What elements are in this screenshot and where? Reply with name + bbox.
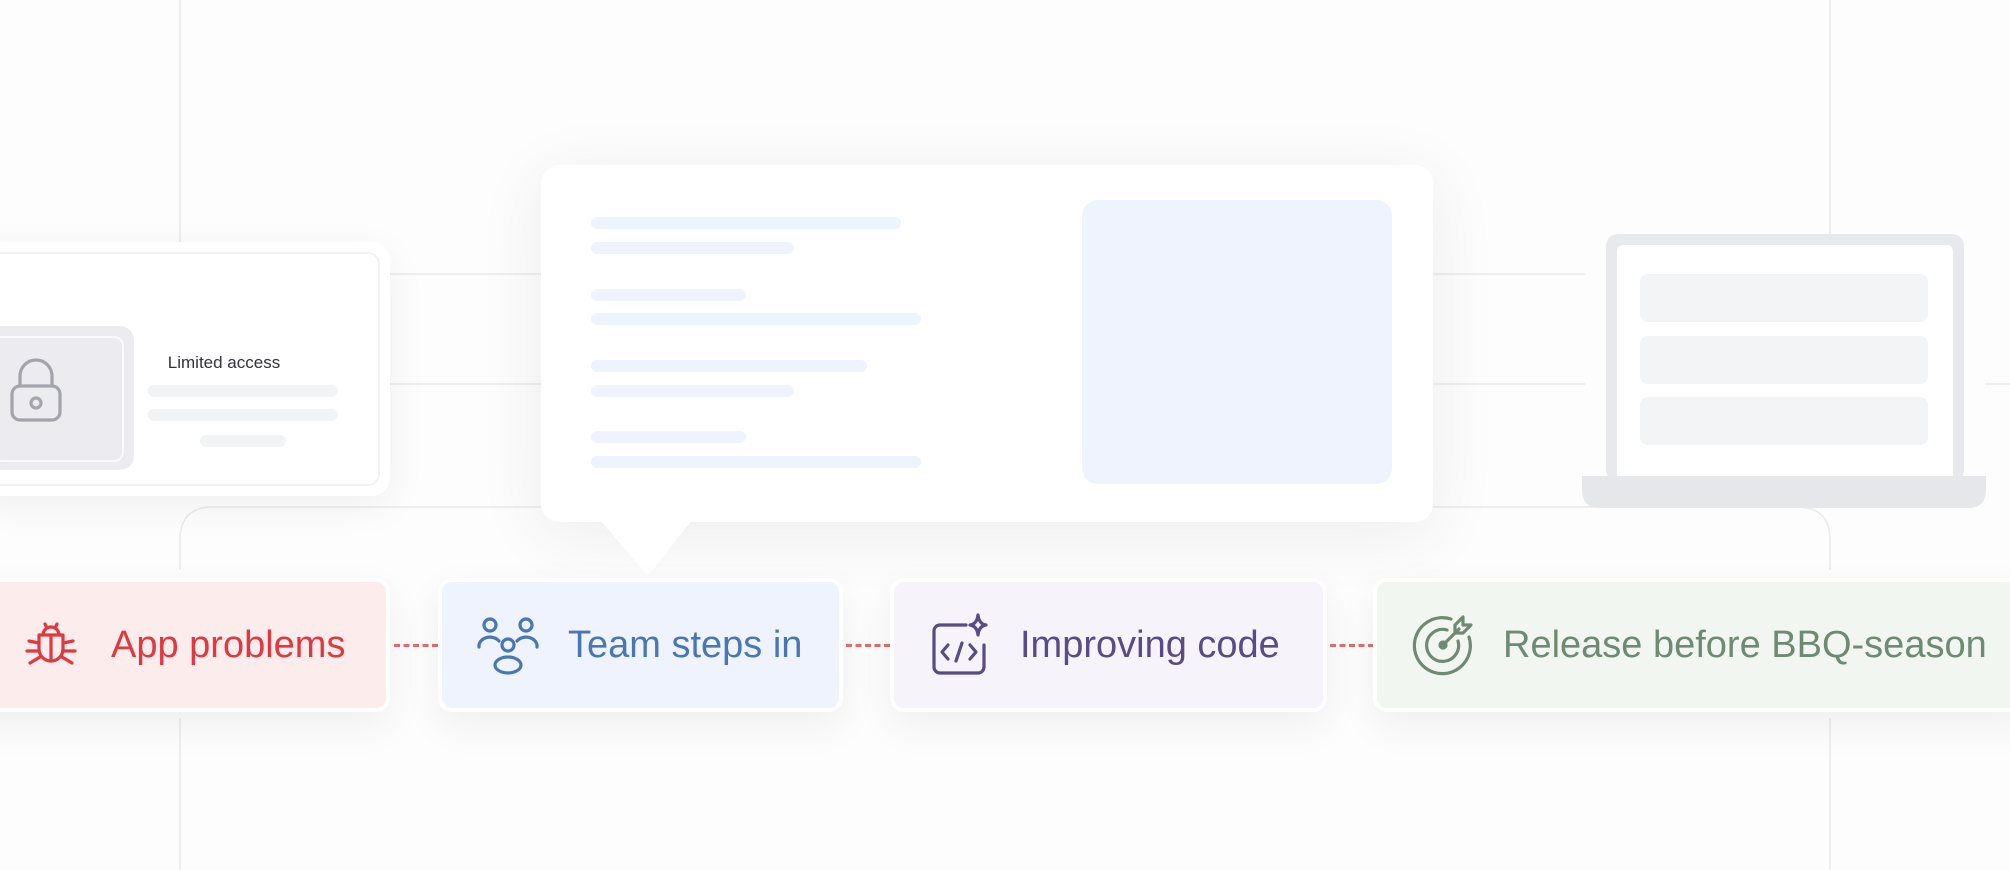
step-improving-code[interactable]: Improving code (890, 578, 1327, 712)
team-detail-popup (541, 165, 1433, 522)
popup-pointer (600, 520, 692, 576)
text-placeholder (148, 385, 338, 397)
dashed-connector (1330, 644, 1374, 647)
text-placeholder (591, 456, 921, 468)
text-placeholder (200, 435, 286, 447)
target-icon (1412, 615, 1473, 676)
code-sparkle-icon (932, 613, 988, 675)
text-placeholder (148, 409, 338, 421)
text-placeholder (591, 431, 746, 443)
text-placeholder (591, 242, 794, 254)
laptop-illustration (1582, 234, 1986, 508)
team-icon (477, 617, 539, 675)
bug-icon (25, 622, 77, 665)
lock-icon (10, 358, 62, 422)
text-placeholder (591, 217, 901, 229)
step-team-steps-in[interactable]: Team steps in (438, 578, 843, 712)
step-app-problems[interactable]: App problems (0, 578, 390, 712)
step-label-release-before-bbq-season: Release before BBQ-season (1503, 623, 1987, 666)
lock-tile-inner (0, 336, 124, 462)
text-placeholder (591, 313, 921, 325)
text-placeholder (591, 385, 794, 397)
lock-tile (0, 326, 134, 470)
text-placeholder (591, 360, 867, 372)
step-label-improving-code: Improving code (1020, 623, 1280, 666)
dashed-connector (394, 644, 438, 647)
step-release-before-bbq-season[interactable]: Release before BBQ-season (1373, 578, 2010, 712)
dashed-connector (846, 644, 890, 647)
limited-access-card: Limited access (0, 242, 390, 496)
step-label-app-problems: App problems (111, 623, 346, 666)
text-placeholder (591, 289, 746, 301)
step-label-team-steps-in: Team steps in (568, 623, 803, 666)
image-placeholder (1082, 200, 1392, 484)
limited-access-card-inner: Limited access (0, 252, 380, 486)
limited-access-label: Limited access (167, 353, 281, 372)
